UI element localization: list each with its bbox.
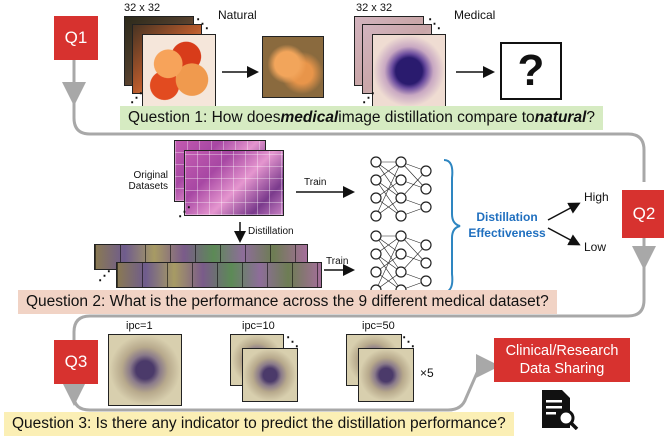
ipc-10-image-front [242, 348, 298, 402]
distillation-effectiveness-label: Distillation Effectiveness [466, 210, 548, 241]
original-datasets-label: Original Datasets [124, 170, 168, 192]
sharing-line1: Clinical/Research [505, 342, 619, 359]
neural-network-icon [370, 230, 432, 296]
sharing-line2: Data Sharing [519, 361, 605, 377]
times-five-label: ×5 [420, 366, 434, 380]
unknown-result-box: ? [500, 42, 562, 100]
brace-icon [443, 159, 461, 293]
stack-dots: ⋰ [178, 204, 191, 219]
question-3-banner: Question 3: Is there any indicator to pr… [4, 412, 514, 436]
question-3-text: Question 3: Is there any indicator to pr… [12, 415, 506, 432]
original-label-line1: Original [133, 170, 168, 181]
flow-segment-q1-q2 [72, 60, 646, 182]
question-1-middle: image distillation compare to [338, 109, 535, 126]
q1-badge: Q1 [54, 16, 98, 60]
distillation-label: Distillation [248, 226, 294, 237]
medical-size-label: 32 x 32 [356, 2, 393, 14]
ipc-1-label: ipc=1 [126, 320, 153, 332]
question-1-emphasis-natural: natural [534, 109, 587, 126]
high-label: High [584, 190, 609, 204]
natural-label: Natural [218, 8, 257, 22]
medical-label: Medical [454, 8, 496, 22]
low-label: Low [584, 240, 607, 254]
stack-dots: ⋱ [402, 334, 415, 349]
stack-dots: ⋱ [196, 16, 209, 31]
stack-dots: ⋱ [286, 334, 299, 349]
medical-image-cell [372, 34, 446, 108]
effectiveness-line2: Effectiveness [468, 225, 546, 240]
question-1-suffix: ? [586, 109, 595, 126]
question-1-prefix: Question 1: How does [128, 109, 281, 126]
arrow-up-right-icon [547, 202, 581, 221]
ipc-1-image [108, 334, 182, 406]
original-dataset-stack-front [184, 150, 284, 216]
q2-badge: Q2 [622, 190, 664, 238]
data-sharing-box: Clinical/Research Data Sharing [494, 338, 630, 382]
ipc-50-label: ipc=50 [362, 320, 395, 332]
stack-dots: ⋰ [362, 90, 375, 105]
stack-dots: ⋱ [428, 16, 441, 31]
stack-dots: ⋰ [98, 268, 111, 283]
question-mark-icon: ? [517, 46, 545, 95]
natural-image-orange [142, 34, 216, 108]
stack-dots: ⋰ [130, 90, 143, 105]
flow-segment-q2-q3 [72, 236, 646, 342]
ipc-10-label: ipc=10 [242, 320, 275, 332]
q3-badge: Q3 [54, 340, 98, 384]
document-search-icon [542, 390, 579, 430]
neural-network-icon [370, 156, 432, 222]
question-1-emphasis-medical: medical [280, 109, 339, 126]
effectiveness-line1: Distillation [476, 210, 538, 224]
ipc-50-image-front [358, 348, 414, 402]
question-2-text: Question 2: What is the performance acro… [26, 293, 549, 310]
question-1-banner: Question 1: How does medical image disti… [120, 106, 603, 130]
natural-size-label: 32 x 32 [124, 2, 161, 14]
arrow-down-right-icon [547, 227, 581, 246]
distilled-natural-image [262, 36, 324, 98]
question-2-banner: Question 2: What is the performance acro… [18, 290, 557, 314]
original-label-line2: Datasets [128, 181, 168, 192]
distilled-images-row-2 [116, 262, 322, 288]
train-label-top: Train [304, 177, 327, 188]
train-label-bottom: Train [326, 256, 349, 267]
